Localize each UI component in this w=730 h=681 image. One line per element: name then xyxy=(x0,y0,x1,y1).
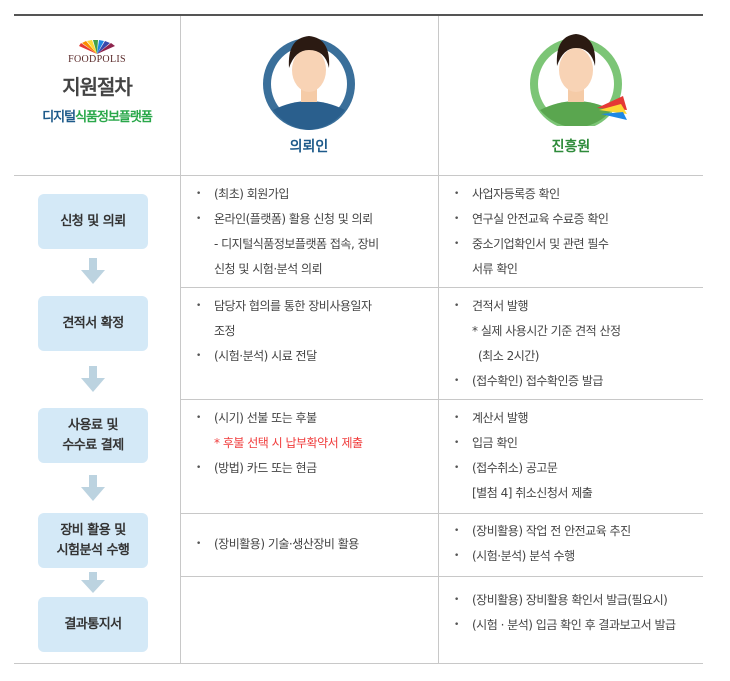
column-divider xyxy=(438,16,439,663)
list-item: (장비활용) 장비활용 확인서 발급(필요시) xyxy=(454,588,676,613)
agency-column-header: 진흥원 xyxy=(551,139,591,155)
list-item-continuation: 서류 확인 xyxy=(472,262,518,276)
list-item-continuation: - 디지털식품정보플랫폼 접속, 장비 xyxy=(214,237,379,251)
arrow-down-icon xyxy=(81,572,105,593)
row-divider xyxy=(180,399,703,400)
requester-step3-list: (시기) 선불 또는 후불 * 후불 선택 시 납부확약서 제출 (방법) 카드… xyxy=(196,406,363,481)
list-item: 중소기업확인서 및 관련 필수 xyxy=(454,232,609,257)
page-subtitle: 디지털식품정보플랫폼 xyxy=(14,106,180,125)
header-divider xyxy=(14,175,703,176)
agency-person-icon xyxy=(530,34,627,130)
requester-column-header: 의뢰인 xyxy=(289,139,329,155)
requester-step1-list: (최초) 회원가입 온라인(플랫폼) 활용 신청 및 의뢰 - 디지털식품정보플… xyxy=(196,182,379,282)
row-divider xyxy=(180,513,703,514)
arrow-down-icon xyxy=(81,258,105,284)
list-item: (시험 · 분석) 입금 확인 후 결과보고서 발급 xyxy=(454,613,676,638)
agency-step1-list: 사업자등록증 확인 연구실 안전교육 수료증 확인 중소기업확인서 및 관련 필… xyxy=(454,182,609,282)
table-bottom-border xyxy=(14,663,703,664)
list-item: (방법) 카드 또는 현금 xyxy=(196,456,363,481)
subtitle-part2: 식품정보플랫폼 xyxy=(75,110,153,125)
arrow-down-icon xyxy=(81,366,105,392)
step-quote: 견적서 확정 xyxy=(38,296,148,351)
list-item-continuation: 신청 및 시험·분석 의뢰 xyxy=(214,262,323,276)
list-item: (시험·분석) 분석 수행 xyxy=(454,544,631,569)
requester-avatar xyxy=(261,30,357,134)
list-item: (접수확인) 접수확인증 발급 xyxy=(454,369,621,394)
list-item: 사업자등록증 확인 xyxy=(454,182,608,207)
list-item: 견적서 발행 xyxy=(454,294,621,319)
agency-step3-list: 계산서 발행 입금 확인 (접수취소) 공고문 [별첨 4] 취소신청서 제출 xyxy=(454,406,593,506)
agency-step4-list: (장비활용) 작업 전 안전교육 추진 (시험·분석) 분석 수행 xyxy=(454,519,631,569)
list-item: 담당자 협의를 통한 장비사용일자 xyxy=(196,294,372,319)
row-divider xyxy=(180,576,703,577)
agency-step2-list: 견적서 발행 * 실제 사용시간 기준 견적 산정 (최소 2시간) (접수확인… xyxy=(454,294,621,394)
arrow-down-icon xyxy=(81,475,105,501)
list-item: 입금 확인 xyxy=(454,431,592,456)
step-payment: 사용료 및 수수료 결제 xyxy=(38,408,148,463)
column-divider xyxy=(180,16,181,663)
agency-avatar xyxy=(523,26,633,130)
row-divider xyxy=(180,287,703,288)
step-analysis: 장비 활용 및 시험분석 수행 xyxy=(38,513,148,568)
list-item-continuation: 조정 xyxy=(214,324,236,338)
requester-person-icon xyxy=(263,36,355,130)
header-logo-cell: FOODPOLIS 지원절차 디지털식품정보플랫폼 xyxy=(14,40,180,125)
foodpolis-logo-icon xyxy=(79,40,115,54)
requester-step2-list: 담당자 협의를 통한 장비사용일자 조정 (시험·분석) 시료 전달 xyxy=(196,294,372,369)
table-top-border xyxy=(14,14,703,16)
list-item: 온라인(플랫폼) 활용 신청 및 의뢰 xyxy=(196,207,379,232)
list-item: (장비활용) 기술·생산장비 활용 xyxy=(196,532,359,557)
list-item: (최초) 회원가입 xyxy=(196,182,379,207)
postpay-note: * 후불 선택 시 납부확약서 제출 xyxy=(214,436,363,450)
list-item: (시험·분석) 시료 전달 xyxy=(196,344,372,369)
requester-step4-list: (장비활용) 기술·생산장비 활용 xyxy=(196,532,359,557)
list-item-continuation: [별첨 4] 취소신청서 제출 xyxy=(472,486,593,500)
logo-text: FOODPOLIS xyxy=(68,54,126,65)
list-item: 연구실 안전교육 수료증 확인 xyxy=(454,207,609,232)
list-item: 계산서 발행 xyxy=(454,406,592,431)
list-item: (시기) 선불 또는 후불 xyxy=(196,406,363,431)
step-result: 결과통지서 xyxy=(38,597,148,652)
list-item: (접수취소) 공고문 xyxy=(454,456,592,481)
step-apply: 신청 및 의뢰 xyxy=(38,194,148,249)
page-title: 지원절차 xyxy=(62,75,133,99)
subtitle-part1: 디지털 xyxy=(42,110,76,125)
list-item: (장비활용) 작업 전 안전교육 추진 xyxy=(454,519,631,544)
list-item-note: * 실제 사용시간 기준 견적 산정 xyxy=(472,324,621,338)
list-item-note: (최소 2시간) xyxy=(478,349,539,363)
agency-step5-list: (장비활용) 장비활용 확인서 발급(필요시) (시험 · 분석) 입금 확인 … xyxy=(454,588,676,638)
